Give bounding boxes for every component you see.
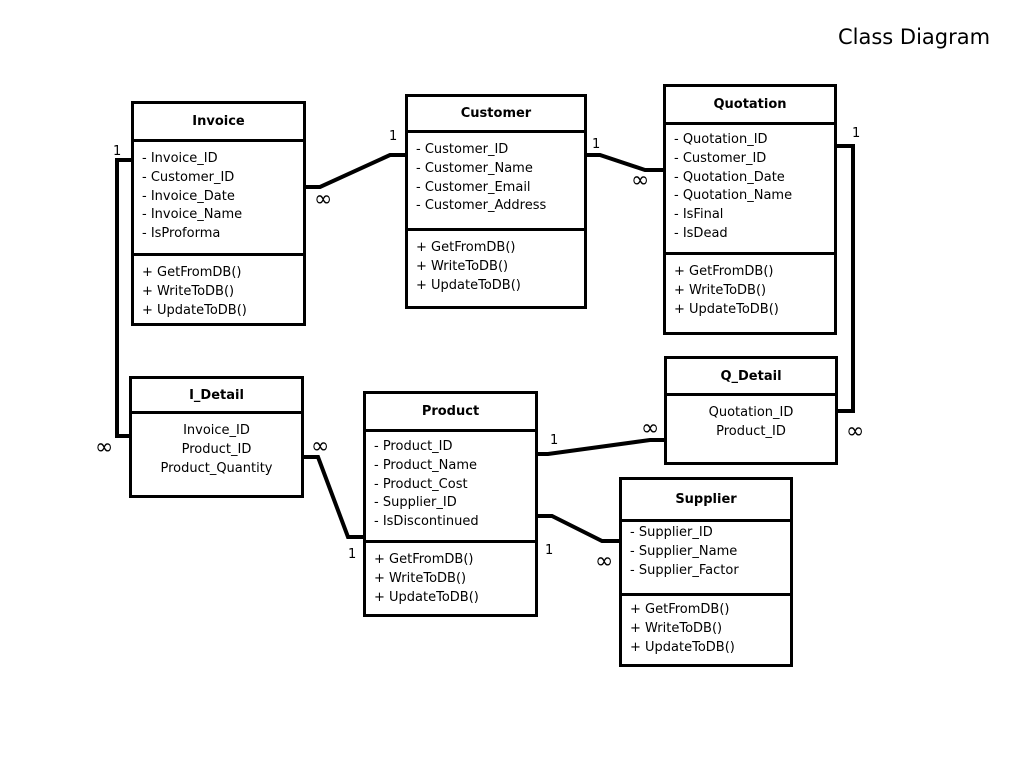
attribute: - Supplier_ID: [374, 495, 457, 511]
attribute: Product_Quantity: [160, 460, 273, 476]
multiplicity-customer-quotation-from: 1: [592, 137, 601, 152]
class-supplier-attributes: - Supplier_ID - Supplier_Name - Supplier…: [622, 522, 790, 593]
class-quotation-name: Quotation: [666, 87, 834, 125]
attribute: - Customer_ID: [674, 150, 767, 166]
attribute: Quotation_ID: [708, 405, 794, 420]
method: + WriteToDB(): [374, 570, 467, 586]
class-customer-methods: + GetFromDB() + WriteToDB() + UpdateToDB…: [408, 228, 584, 306]
attribute: Product_ID: [181, 441, 252, 457]
class-invoice-name: Invoice: [134, 104, 303, 142]
multiplicity-invoice-idetail-to: ∞: [95, 435, 114, 460]
link-customer-quotation: [586, 153, 664, 172]
attribute: - IsDiscontinued: [374, 514, 479, 530]
attribute: - IsDead: [674, 225, 728, 241]
method: + UpdateToDB(): [674, 301, 779, 317]
attribute: - IsProforma: [142, 226, 221, 242]
multiplicity-invoice-idetail-from: 1: [113, 144, 122, 159]
class-quotation[interactable]: Quotation - Quotation_ID - Customer_ID -…: [663, 84, 837, 335]
class-supplier-methods: + GetFromDB() + WriteToDB() + UpdateToDB…: [622, 593, 790, 664]
class-q-detail-attributes: Quotation_ID Product_ID: [667, 396, 835, 462]
attribute: - Supplier_ID: [630, 525, 713, 540]
attribute: - Supplier_Factor: [630, 562, 739, 578]
link-invoice-idetail: [115, 158, 132, 438]
method: + GetFromDB(): [142, 265, 242, 280]
multiplicity-customer-quotation-to: ∞: [631, 168, 650, 193]
link-quotation-qdetail: [836, 144, 855, 413]
class-i-detail[interactable]: I_Detail Invoice_ID Product_ID Product_Q…: [129, 376, 304, 498]
attribute: - Supplier_Name: [630, 543, 738, 559]
link-product-qdetail: [537, 438, 665, 456]
method: + WriteToDB(): [142, 283, 235, 299]
class-customer[interactable]: Customer - Customer_ID - Customer_Name -…: [405, 94, 587, 309]
attribute: - Quotation_Name: [674, 188, 793, 204]
attribute: - Quotation_ID: [674, 132, 768, 147]
attribute: - Customer_ID: [416, 142, 509, 157]
class-supplier-name: Supplier: [622, 480, 790, 522]
class-invoice[interactable]: Invoice - Invoice_ID - Customer_ID - Inv…: [131, 101, 306, 326]
method: + GetFromDB(): [630, 602, 730, 617]
attribute: - Invoice_Date: [142, 188, 235, 204]
class-quotation-methods: + GetFromDB() + WriteToDB() + UpdateToDB…: [666, 252, 834, 332]
multiplicity-product-supplier-to: ∞: [595, 549, 614, 574]
link-product-supplier: [537, 514, 620, 543]
multiplicity-idetail-product-from: ∞: [311, 434, 330, 459]
class-invoice-attributes: - Invoice_ID - Customer_ID - Invoice_Dat…: [134, 142, 303, 253]
attribute: - Product_Name: [374, 457, 478, 473]
multiplicity-quotation-qdetail-from: 1: [852, 126, 861, 141]
method: + GetFromDB(): [374, 552, 474, 567]
multiplicity-product-qdetail-to: ∞: [641, 416, 660, 441]
class-product[interactable]: Product - Product_ID - Product_Name - Pr…: [363, 391, 538, 617]
attribute: - IsFinal: [674, 207, 724, 223]
method: + GetFromDB(): [674, 264, 774, 279]
class-product-name: Product: [366, 394, 535, 432]
method: + UpdateToDB(): [630, 639, 735, 655]
multiplicity-idetail-product-to: 1: [348, 547, 357, 562]
class-supplier[interactable]: Supplier - Supplier_ID - Supplier_Name -…: [619, 477, 793, 667]
link-idetail-product: [302, 455, 365, 539]
multiplicity-product-qdetail-from: 1: [550, 433, 559, 448]
multiplicity-quotation-qdetail-to: ∞: [846, 419, 865, 444]
class-invoice-methods: + GetFromDB() + WriteToDB() + UpdateToDB…: [134, 253, 303, 323]
method: + WriteToDB(): [630, 620, 723, 636]
class-product-methods: + GetFromDB() + WriteToDB() + UpdateToDB…: [366, 540, 535, 614]
method: + UpdateToDB(): [416, 277, 521, 293]
attribute: - Customer_Email: [416, 179, 531, 195]
method: + UpdateToDB(): [374, 589, 479, 605]
method: + UpdateToDB(): [142, 302, 247, 318]
attribute: - Customer_Name: [416, 160, 533, 176]
attribute: - Customer_ID: [142, 169, 235, 185]
method: + WriteToDB(): [416, 258, 509, 274]
attribute: - Product_ID: [374, 439, 453, 454]
multiplicity-invoice-customer-to: 1: [389, 129, 398, 144]
attribute: - Customer_Address: [416, 198, 547, 214]
attribute: Product_ID: [716, 423, 786, 439]
attribute: - Invoice_Name: [142, 207, 243, 223]
class-i-detail-attributes: Invoice_ID Product_ID Product_Quantity: [132, 414, 301, 495]
class-customer-name: Customer: [408, 97, 584, 133]
class-customer-attributes: - Customer_ID - Customer_Name - Customer…: [408, 133, 584, 228]
class-q-detail[interactable]: Q_Detail Quotation_ID Product_ID: [664, 356, 838, 465]
class-i-detail-name: I_Detail: [132, 379, 301, 414]
link-invoice-customer: [305, 153, 406, 189]
attribute: - Product_Cost: [374, 476, 468, 492]
attribute: - Quotation_Date: [674, 169, 785, 185]
method: + WriteToDB(): [674, 282, 767, 298]
class-quotation-attributes: - Quotation_ID - Customer_ID - Quotation…: [666, 125, 834, 252]
multiplicity-product-supplier-from: 1: [545, 543, 554, 558]
attribute: - Invoice_ID: [142, 151, 218, 166]
multiplicity-invoice-customer-from: ∞: [314, 187, 333, 212]
attribute: Invoice_ID: [183, 423, 250, 438]
class-product-attributes: - Product_ID - Product_Name - Product_Co…: [366, 432, 535, 540]
class-q-detail-name: Q_Detail: [667, 359, 835, 396]
diagram-title: Class Diagram: [838, 25, 991, 49]
method: + GetFromDB(): [416, 240, 516, 255]
